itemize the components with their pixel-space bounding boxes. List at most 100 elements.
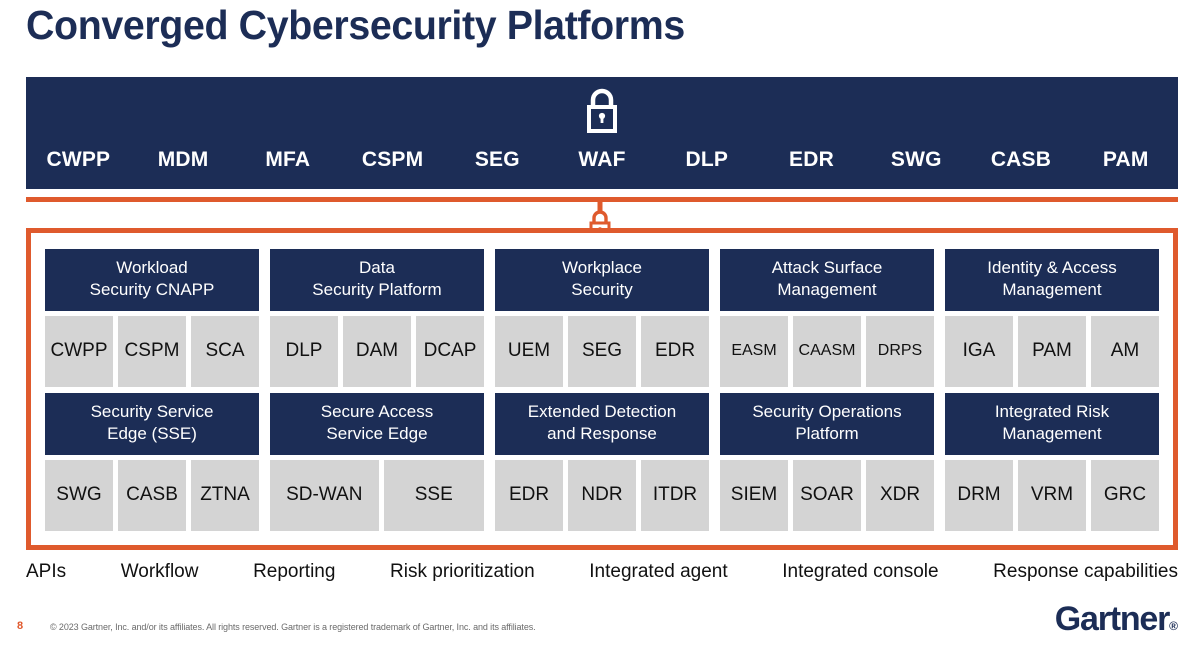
registered-trademark-mark: ® — [1169, 619, 1178, 633]
card-title-line: Edge (SSE) — [107, 424, 197, 444]
card-workload-security-cnapp[interactable]: Workload Security CNAPP CWPP CSPM SCA — [45, 249, 259, 387]
card-cell[interactable]: XDR — [866, 459, 934, 531]
card-cell[interactable]: EDR — [495, 459, 563, 531]
card-cell[interactable]: DRM — [945, 459, 1013, 531]
capability-item: Response capabilities — [993, 561, 1178, 582]
card-title-line: Management — [1002, 424, 1102, 444]
card-cells: IGA PAM AM — [945, 315, 1159, 387]
card-title-line: Data — [359, 258, 395, 277]
card-cells: SWG CASB ZTNA — [45, 459, 259, 531]
card-title-line: Security Service — [90, 402, 214, 421]
banner-item: SEG — [474, 148, 520, 171]
card-workplace-security[interactable]: Workplace Security UEM SEG EDR — [495, 249, 709, 387]
card-cell[interactable]: IGA — [945, 315, 1013, 387]
card-cell[interactable]: ZTNA — [191, 459, 259, 531]
card-cell[interactable]: VRM — [1018, 459, 1086, 531]
card-cell[interactable]: UEM — [495, 315, 563, 387]
card-title-line: Workplace — [562, 258, 642, 277]
card-header: Workplace Security — [495, 249, 709, 311]
capabilities-row: APIs Workflow Reporting Risk prioritizat… — [26, 556, 1178, 588]
card-cell[interactable]: SWG — [45, 459, 113, 531]
card-cell[interactable]: CASB — [118, 459, 186, 531]
card-security-service-edge[interactable]: Security Service Edge (SSE) SWG CASB ZTN… — [45, 393, 259, 531]
card-cells: EDR NDR ITDR — [495, 459, 709, 531]
card-title-line: Management — [1002, 280, 1102, 300]
card-cell[interactable]: AM — [1091, 315, 1159, 387]
card-title-line: Security Platform — [312, 280, 442, 300]
card-attack-surface-management[interactable]: Attack Surface Management EASM CAASM DRP… — [720, 249, 934, 387]
card-cell[interactable]: CAASM — [793, 315, 861, 387]
gartner-logo: Gartner® — [1055, 600, 1178, 639]
gartner-logo-text: Gartner — [1054, 600, 1171, 638]
card-cells: DLP DAM DCAP — [270, 315, 484, 387]
lock-icon — [580, 85, 624, 135]
card-cell[interactable]: CSPM — [118, 315, 186, 387]
card-title-line: Extended Detection — [527, 402, 677, 421]
card-header: Identity & Access Management — [945, 249, 1159, 311]
top-banner-items: CWPP MDM MFA CSPM SEG WAF DLP EDR SWG CA… — [26, 131, 1178, 189]
card-title-line: Attack Surface — [771, 258, 883, 277]
banner-item: CASB — [990, 148, 1052, 171]
card-cell[interactable]: DAM — [343, 315, 411, 387]
card-header: Extended Detection and Response — [495, 393, 709, 455]
card-cell[interactable]: SCA — [191, 315, 259, 387]
page-number: 8 — [17, 620, 24, 632]
capability-item: APIs — [26, 561, 67, 582]
card-identity-access-management[interactable]: Identity & Access Management IGA PAM AM — [945, 249, 1159, 387]
card-data-security-platform[interactable]: Data Security Platform DLP DAM DCAP — [270, 249, 484, 387]
card-cell[interactable]: EASM — [720, 315, 788, 387]
card-cells: SIEM SOAR XDR — [720, 459, 934, 531]
card-cell[interactable]: PAM — [1018, 315, 1086, 387]
banner-item: MDM — [157, 148, 209, 171]
card-cell[interactable]: DRPS — [866, 315, 934, 387]
banner-item: CWPP — [46, 148, 111, 171]
card-cell[interactable]: SIEM — [720, 459, 788, 531]
banner-item: SWG — [890, 148, 942, 171]
card-cell[interactable]: SOAR — [793, 459, 861, 531]
card-cell[interactable]: SD-WAN — [270, 459, 379, 531]
card-row: Security Service Edge (SSE) SWG CASB ZTN… — [45, 393, 1159, 531]
banner-item: DLP — [685, 148, 729, 171]
banner-item: PAM — [1102, 148, 1149, 171]
card-cell[interactable]: ITDR — [641, 459, 709, 531]
card-secure-access-service-edge[interactable]: Secure Access Service Edge SD-WAN SSE — [270, 393, 484, 531]
card-cell[interactable]: DCAP — [416, 315, 484, 387]
card-cells: CWPP CSPM SCA — [45, 315, 259, 387]
capability-item: Reporting — [253, 561, 336, 582]
connector-stem — [597, 197, 603, 211]
page-title: Converged Cybersecurity Platforms — [26, 2, 685, 48]
card-title-line: Security — [571, 280, 633, 300]
card-integrated-risk-management[interactable]: Integrated Risk Management DRM VRM GRC — [945, 393, 1159, 531]
card-extended-detection-and-response[interactable]: Extended Detection and Response EDR NDR … — [495, 393, 709, 531]
card-title-line: Security CNAPP — [89, 280, 215, 300]
card-cells: DRM VRM GRC — [945, 459, 1159, 531]
card-header: Data Security Platform — [270, 249, 484, 311]
card-cell[interactable]: SEG — [568, 315, 636, 387]
card-header: Integrated Risk Management — [945, 393, 1159, 455]
card-title-line: Management — [777, 280, 877, 300]
card-cell[interactable]: SSE — [383, 459, 484, 531]
card-cell[interactable]: CWPP — [45, 315, 113, 387]
card-cell[interactable]: EDR — [641, 315, 709, 387]
card-title-line: Integrated Risk — [994, 402, 1110, 421]
card-title-line: Workload — [116, 258, 188, 277]
card-header: Workload Security CNAPP — [45, 249, 259, 311]
card-title-line: Secure Access — [320, 402, 434, 421]
platform-panel: Workload Security CNAPP CWPP CSPM SCA Da… — [26, 228, 1178, 550]
capability-item: Risk prioritization — [390, 561, 535, 582]
card-cells: EASM CAASM DRPS — [720, 315, 934, 387]
copyright-notice: © 2023 Gartner, Inc. and/or its affiliat… — [50, 622, 536, 632]
top-banner: CWPP MDM MFA CSPM SEG WAF DLP EDR SWG CA… — [26, 77, 1178, 189]
banner-item: WAF — [578, 148, 626, 171]
card-cell[interactable]: GRC — [1091, 459, 1159, 531]
card-title-line: Security Operations — [752, 402, 902, 421]
card-cell[interactable]: DLP — [270, 315, 338, 387]
card-title-line: Identity & Access — [987, 258, 1117, 277]
banner-item: EDR — [789, 148, 834, 171]
capability-item: Workflow — [120, 561, 199, 582]
card-security-operations-platform[interactable]: Security Operations Platform SIEM SOAR X… — [720, 393, 934, 531]
card-cells: SD-WAN SSE — [270, 459, 484, 531]
card-cell[interactable]: NDR — [568, 459, 636, 531]
card-header: Attack Surface Management — [720, 249, 934, 311]
card-cells: UEM SEG EDR — [495, 315, 709, 387]
